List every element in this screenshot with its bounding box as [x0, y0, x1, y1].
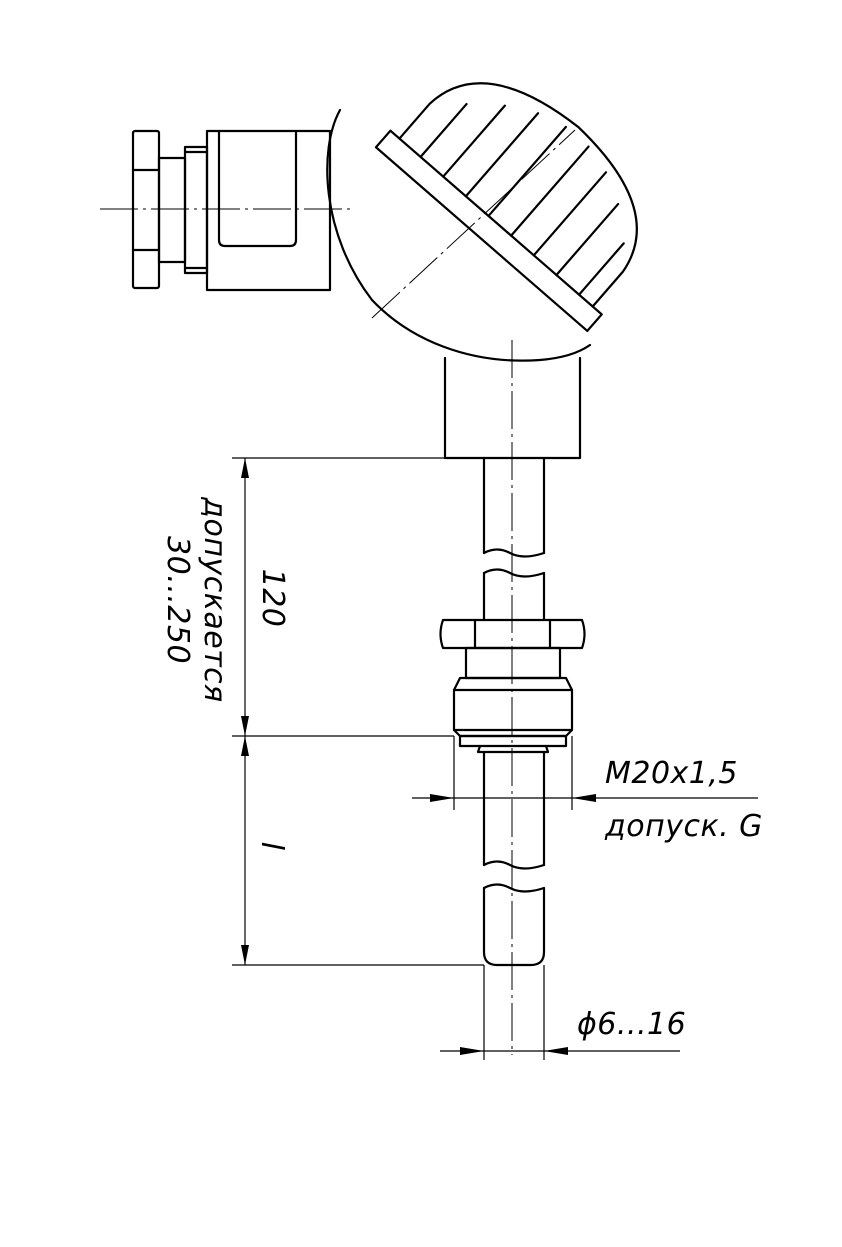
cable-gland [131, 129, 332, 292]
label-allowed-text: допускается [197, 496, 232, 702]
upper-tube [482, 456, 546, 622]
label-allowed-range: 30...250 [160, 536, 195, 664]
label-insertion-length: l [254, 842, 289, 851]
head-housing [326, 82, 638, 460]
dimension-head-length [232, 457, 454, 737]
fitting-nut [439, 618, 586, 754]
label-diameter: ϕ6...16 [577, 1007, 686, 1042]
label-thread-tolerance: допуск. G [604, 809, 763, 844]
dimension-diameter [440, 965, 680, 1060]
dimension-insertion-length [232, 736, 484, 966]
label-head-length: 120 [255, 569, 290, 628]
cover-axis [371, 129, 576, 319]
lower-tube [482, 750, 546, 967]
label-thread-spec: M20x1,5 [605, 756, 738, 791]
dimension-thread [412, 736, 758, 810]
